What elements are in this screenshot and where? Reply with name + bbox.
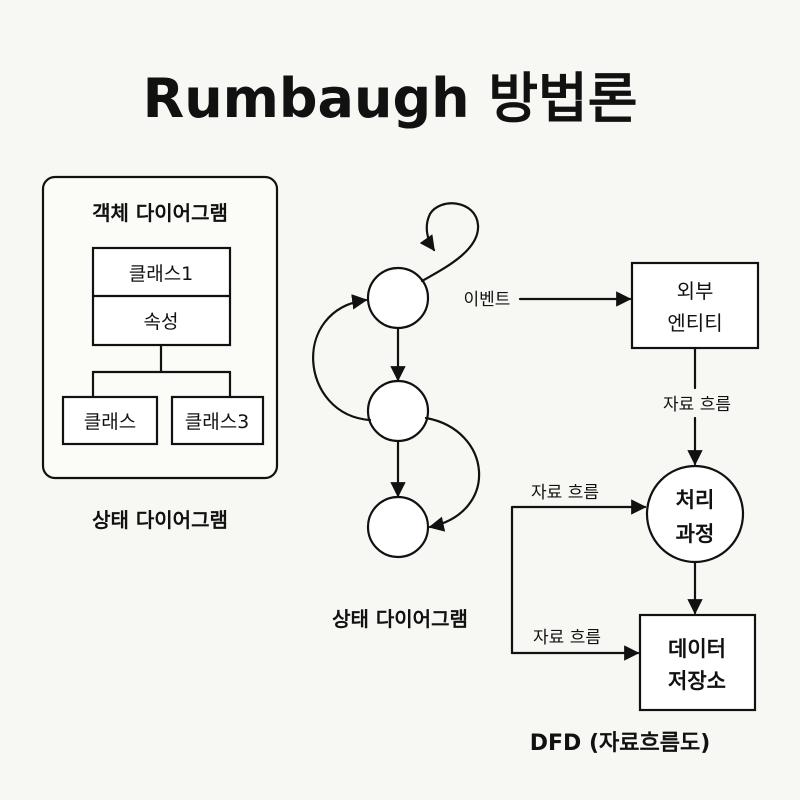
child-class-name-right: 클래스3 bbox=[185, 411, 250, 433]
child-class-name-left: 클래스 bbox=[84, 411, 136, 433]
external-entity-rect bbox=[630, 261, 760, 350]
child-class-rect-left bbox=[61, 395, 159, 446]
external-entity-line-2: 엔티티 bbox=[667, 311, 722, 335]
child-class-box-left: 클래스 bbox=[61, 395, 159, 446]
external-entity-box: 외부 엔티티 bbox=[630, 261, 760, 350]
state-diagram bbox=[312, 202, 481, 559]
dfd-caption: DFD (자료흐름도) bbox=[530, 731, 711, 756]
self-loop-transition bbox=[419, 202, 480, 283]
transition-2-to-1-curve bbox=[312, 294, 372, 422]
parent-class-name: 클래스1 bbox=[129, 263, 194, 285]
process-circle bbox=[645, 464, 745, 564]
state-node-2 bbox=[366, 379, 430, 443]
transition-2-to-3-curve bbox=[424, 416, 481, 532]
flow-into-store-label: 자료 흐름 bbox=[533, 628, 601, 648]
data-store-line-2: 저장소 bbox=[668, 669, 726, 693]
event-label: 이벤트 bbox=[464, 290, 511, 310]
entity-to-process-label: 자료 흐름 bbox=[663, 395, 731, 415]
state-diagram-caption: 상태 다이어그램 bbox=[332, 607, 468, 631]
state-node-3 bbox=[366, 495, 430, 559]
process-node: 처리 과정 bbox=[645, 464, 745, 564]
flow-into-process-label: 자료 흐름 bbox=[531, 483, 599, 503]
process-line-1: 처리 bbox=[676, 488, 715, 512]
child-class-box-right: 클래스3 bbox=[170, 395, 265, 446]
data-store-box: 데이터 저장소 bbox=[638, 613, 757, 712]
data-store-rect bbox=[638, 613, 757, 712]
object-diagram-heading: 객체 다이어그램 bbox=[92, 201, 228, 225]
page-title: Rumbaugh 방법론 bbox=[143, 67, 638, 130]
object-diagram-panel: 객체 다이어그램 클래스1 속성 클래스 클래스3 bbox=[41, 175, 279, 480]
flow-into-process-path bbox=[510, 499, 647, 655]
child-class-rect-right bbox=[170, 395, 265, 446]
data-store-line-1: 데이터 bbox=[668, 637, 726, 661]
parent-class-attribute: 속성 bbox=[144, 311, 179, 333]
state-node-1 bbox=[366, 266, 430, 330]
process-line-2: 과정 bbox=[676, 522, 715, 546]
dfd-diagram: 이벤트 외부 엔티티 자료 흐름 처리 과정 데이터 저장소 자료 흐름 자료 … bbox=[464, 261, 760, 712]
external-entity-line-1: 외부 bbox=[677, 279, 714, 303]
parent-class-box: 클래스1 속성 bbox=[91, 246, 232, 347]
inheritance-connector bbox=[91, 343, 232, 399]
left-panel-caption: 상태 다이어그램 bbox=[92, 508, 228, 532]
